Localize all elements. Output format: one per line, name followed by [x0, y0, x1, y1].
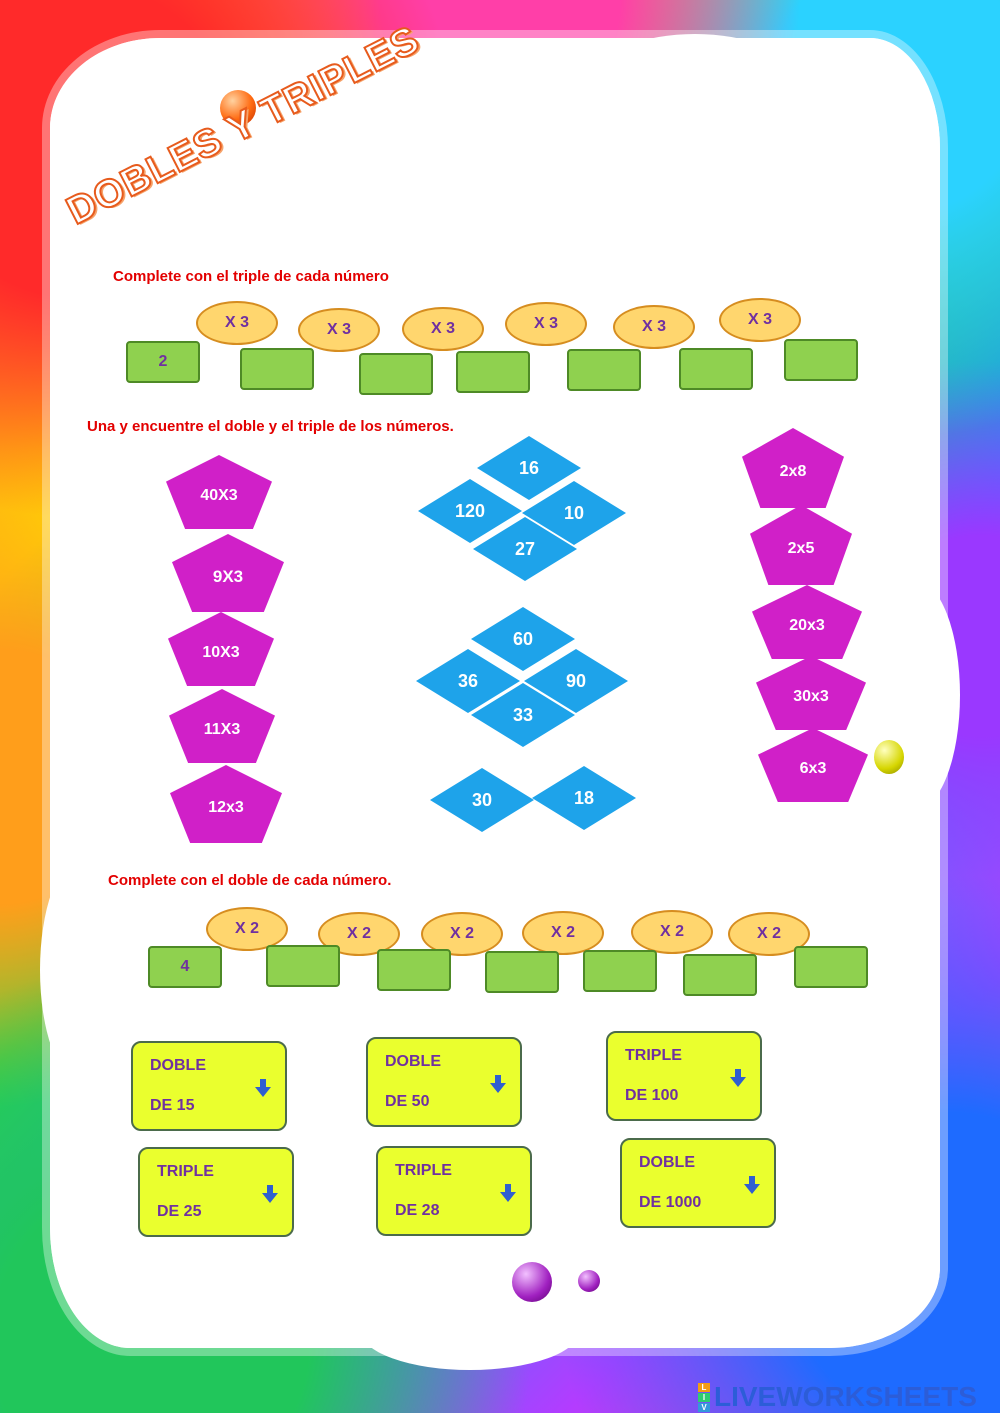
dropdown-line1: TRIPLE: [625, 1047, 682, 1064]
dropdown-line1: TRIPLE: [157, 1163, 214, 1180]
operator-oval: X 2: [206, 907, 288, 951]
match-instruction: Una y encuentre el doble y el triple de …: [87, 418, 454, 435]
operator-oval: X 3: [402, 307, 484, 351]
logo-text: LIVEWORKSHEETS: [714, 1381, 977, 1412]
dropdown-line1: TRIPLE: [395, 1162, 452, 1179]
answer-input[interactable]: [679, 348, 753, 390]
arrow-down-icon: [255, 1079, 271, 1097]
answer-input[interactable]: [784, 339, 858, 381]
answer-input[interactable]: [266, 945, 340, 987]
dropdown-select[interactable]: TRIPLE DE 28: [376, 1146, 532, 1236]
liveworksheets-logo: L I V LIVEWORKSHEETS: [698, 1381, 977, 1413]
arrow-down-icon: [500, 1184, 516, 1202]
answer-input[interactable]: [377, 949, 451, 991]
paper-drip: [600, 34, 790, 114]
operator-oval: X 3: [196, 301, 278, 345]
answer-input[interactable]: [583, 950, 657, 992]
operator-oval: X 3: [298, 308, 380, 352]
answer-input[interactable]: [456, 351, 530, 393]
double-instruction: Complete con el doble de cada número.: [108, 872, 392, 889]
answer-input[interactable]: [485, 951, 559, 993]
paper-drip: [360, 1290, 580, 1370]
operator-oval: X 3: [505, 302, 587, 346]
paper-drip: [40, 860, 120, 1080]
start-value-box: 2: [126, 341, 200, 383]
answer-input[interactable]: [794, 946, 868, 988]
dropdown-select[interactable]: DOBLE DE 1000: [620, 1138, 776, 1228]
purple-bubble: [512, 1262, 552, 1302]
operator-oval: X 2: [522, 911, 604, 955]
triple-instruction: Complete con el triple de cada número: [113, 268, 389, 285]
arrow-down-icon: [490, 1075, 506, 1093]
yellow-bubble: [874, 740, 904, 774]
arrow-down-icon: [744, 1176, 760, 1194]
dropdown-line2: DE 50: [385, 1093, 430, 1110]
operator-oval: X 3: [719, 298, 801, 342]
dropdown-select[interactable]: TRIPLE DE 25: [138, 1147, 294, 1237]
dropdown-line2: DE 1000: [639, 1194, 702, 1211]
dropdown-select[interactable]: TRIPLE DE 100: [606, 1031, 762, 1121]
operator-oval: X 2: [728, 912, 810, 956]
logo-blocks-icon: L I V: [698, 1382, 710, 1412]
answer-input[interactable]: [359, 353, 433, 395]
operator-oval: X 3: [613, 305, 695, 349]
dropdown-select[interactable]: DOBLE DE 50: [366, 1037, 522, 1127]
purple-bubble-small: [578, 1270, 600, 1292]
dropdown-line2: DE 15: [150, 1097, 195, 1114]
answer-input[interactable]: [683, 954, 757, 996]
arrow-down-icon: [730, 1069, 746, 1087]
dropdown-line2: DE 25: [157, 1203, 202, 1220]
dropdown-line2: DE 100: [625, 1087, 679, 1104]
dropdown-line1: DOBLE: [385, 1053, 441, 1070]
dropdown-line2: DE 28: [395, 1202, 440, 1219]
arrow-down-icon: [262, 1185, 278, 1203]
operator-oval: X 2: [421, 912, 503, 956]
start-value-box: 4: [148, 946, 222, 988]
dropdown-line1: DOBLE: [639, 1154, 695, 1171]
dropdown-line1: DOBLE: [150, 1057, 206, 1074]
paper-drip: [870, 580, 960, 810]
answer-input[interactable]: [567, 349, 641, 391]
operator-oval: X 2: [631, 910, 713, 954]
dropdown-select[interactable]: DOBLE DE 15: [131, 1041, 287, 1131]
orange-bubble: [220, 90, 256, 126]
answer-input[interactable]: [240, 348, 314, 390]
